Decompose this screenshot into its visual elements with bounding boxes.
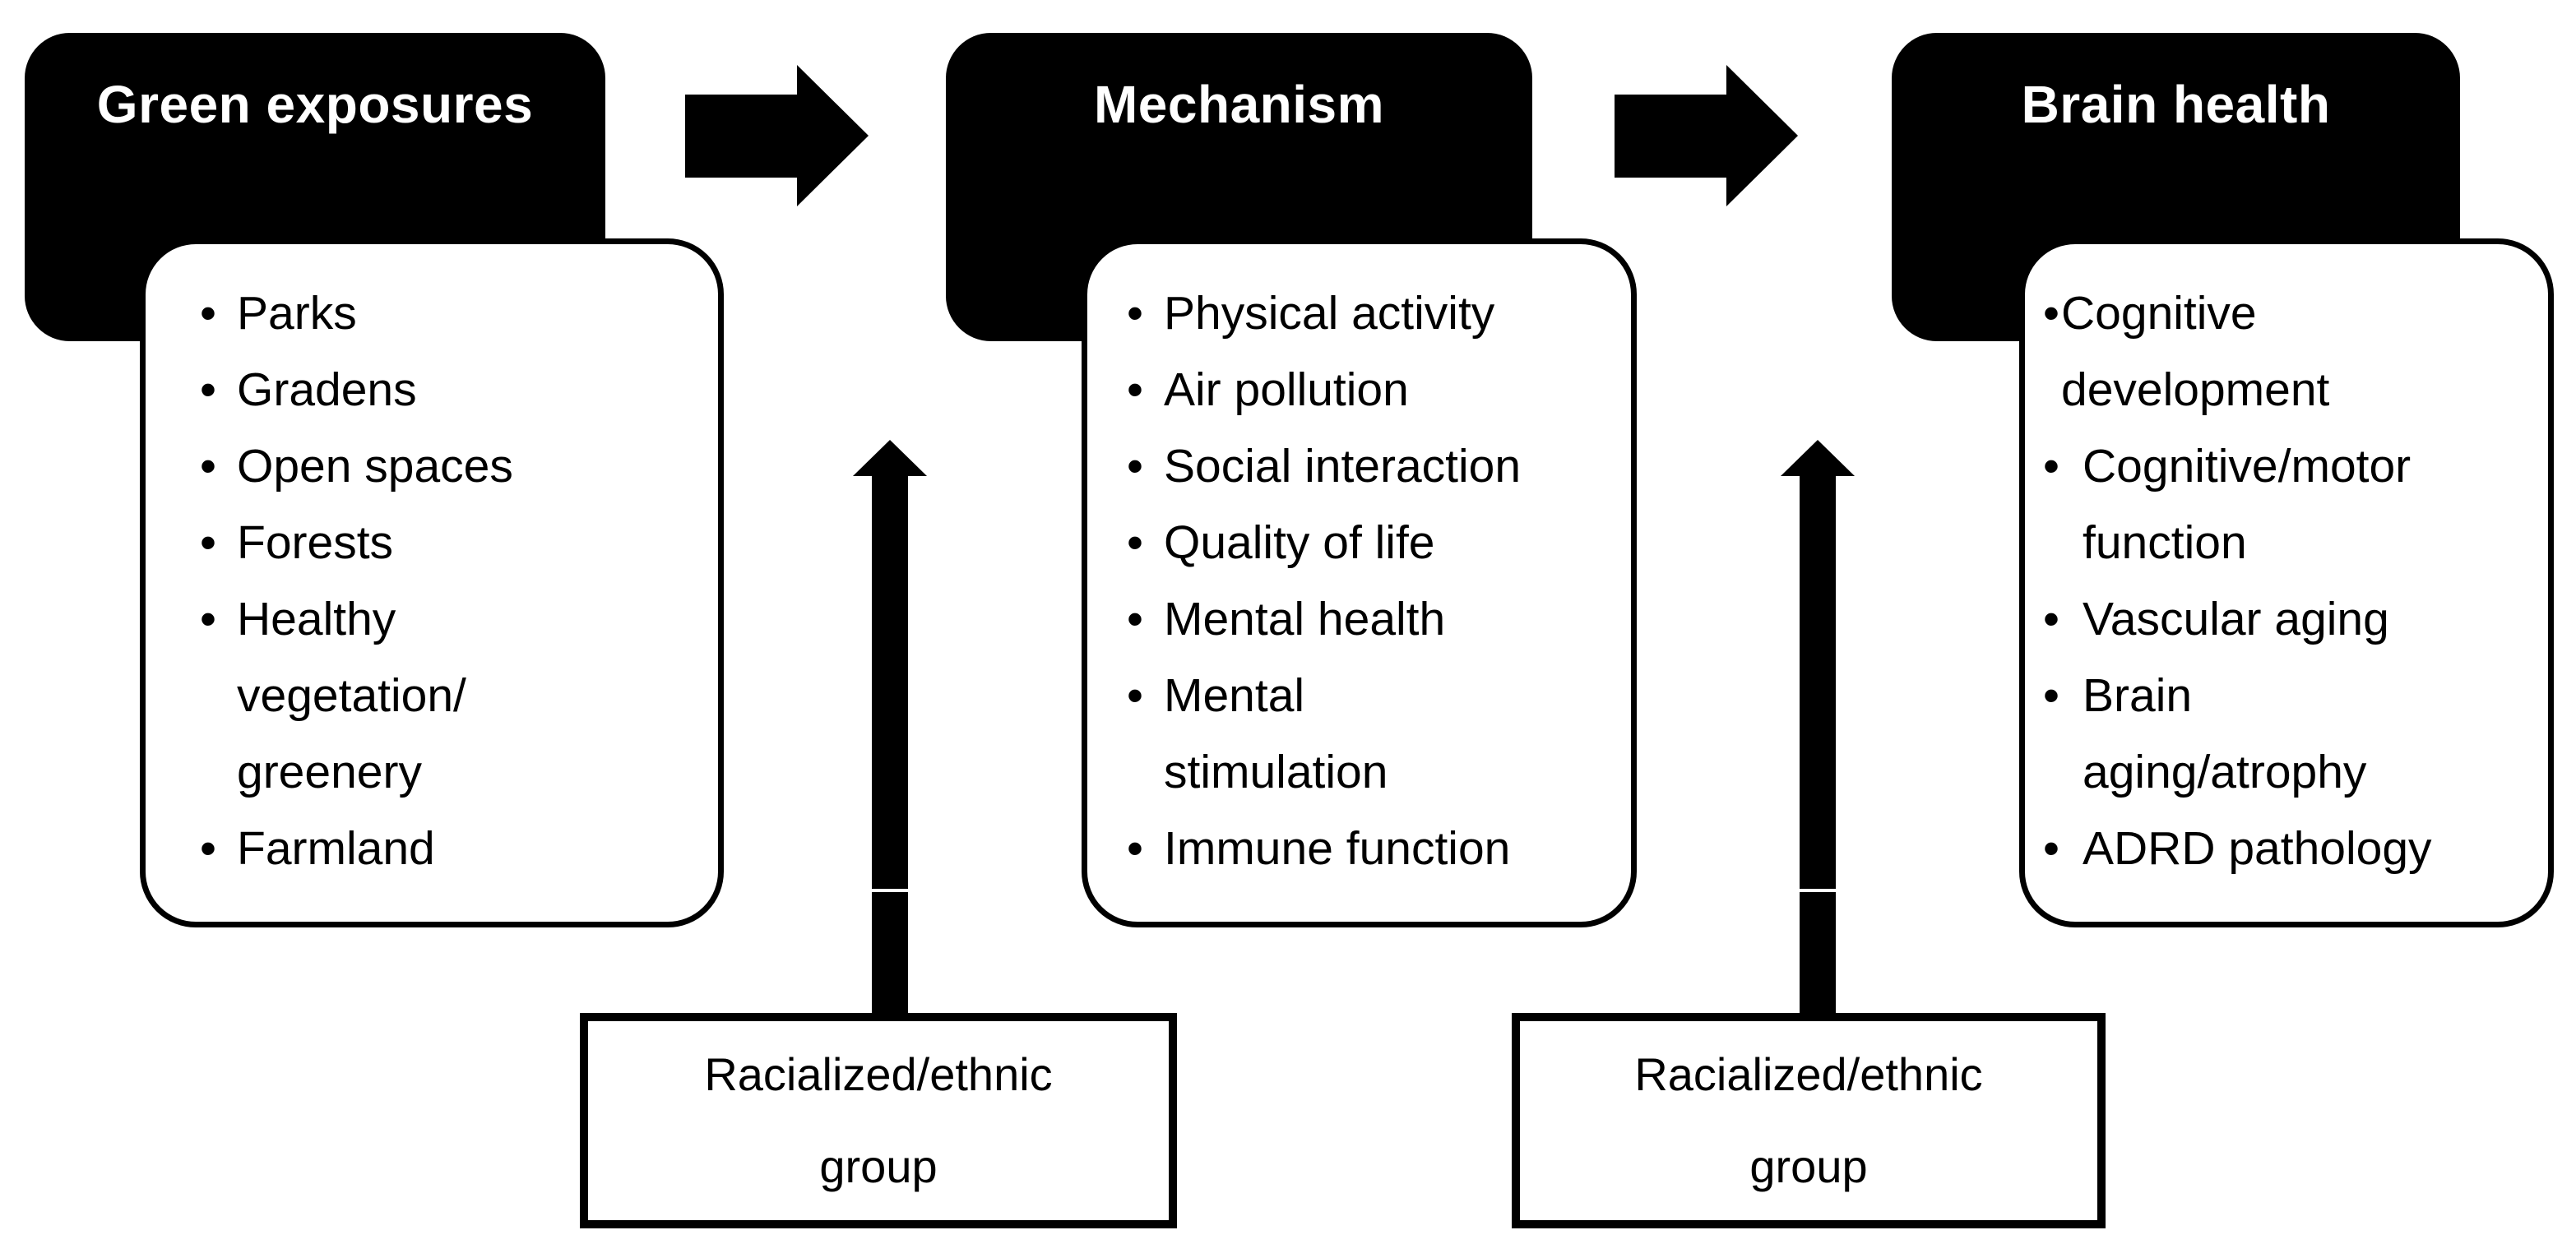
stage-panel-green-exposures: • Parks • Gradens • Open spaces • Forest… (140, 238, 724, 927)
list-item: • Open spaces (200, 428, 705, 505)
bullet-icon: • (200, 593, 216, 645)
moderator-label: Racialized/ethnic group (1634, 1048, 1983, 1192)
stage-panel-brain-health: • Cognitive development • Cognitive/moto… (2019, 238, 2554, 927)
list-item: • Vascular aging (2043, 581, 2538, 658)
list-item: • Immune function (1127, 811, 1619, 887)
list-item: • Physical activity (1127, 275, 1619, 352)
stage-title: Mechanism (1093, 75, 1385, 134)
list-item: • Brain aging/atrophy (2043, 658, 2538, 811)
arrow-shaft-seam (872, 889, 908, 892)
arrow-shaft (1615, 95, 1726, 178)
moderator-arrow-up-icon (1781, 440, 1855, 1013)
bullet-icon: • (200, 440, 216, 493)
bullet-icon: • (1127, 363, 1143, 416)
moderator-box-racialized-ethnic-group: Racialized/ethnic group (580, 1013, 1177, 1228)
list-item: • Gradens (200, 352, 705, 428)
list-item: • Cognitive/motor function (2043, 428, 2538, 581)
bullet-icon: • (200, 363, 216, 416)
flow-arrow-right-icon (685, 65, 869, 206)
bullet-icon: • (2043, 669, 2059, 722)
arrow-head (797, 65, 869, 206)
list-item: • Healthy vegetation/ greenery (200, 581, 705, 811)
bullet-icon: • (1127, 440, 1143, 493)
list-item: • ADRD pathology (2043, 811, 2538, 887)
bullet-icon: • (1127, 287, 1143, 340)
arrow-shaft (1800, 476, 1836, 1013)
list-item: • Parks (200, 275, 705, 352)
list-item: • Forests (200, 505, 705, 581)
list-item: • Quality of life (1127, 505, 1619, 581)
list-item: • Mental stimulation (1127, 658, 1619, 811)
arrow-head (853, 440, 927, 476)
stage-title: Green exposures (96, 75, 534, 134)
arrow-head (1781, 440, 1855, 476)
list-item: • Cognitive development (2043, 275, 2538, 428)
moderator-label: Racialized/ethnic group (704, 1048, 1053, 1192)
bullet-icon: • (1127, 822, 1143, 875)
moderator-box-racialized-ethnic-group: Racialized/ethnic group (1512, 1013, 2106, 1228)
arrow-shaft-seam (1800, 889, 1836, 892)
bullet-icon: • (1127, 516, 1143, 569)
bullet-icon: • (2043, 822, 2059, 875)
bullet-icon: • (1127, 669, 1143, 722)
moderator-arrow-up-icon (853, 440, 927, 1013)
bullet-icon: • (200, 287, 216, 340)
list-item: • Farmland (200, 811, 705, 887)
arrow-shaft (685, 95, 797, 178)
flow-arrow-right-icon (1615, 65, 1798, 206)
stage-title: Brain health (2021, 75, 2331, 134)
bullet-icon: • (2043, 593, 2059, 645)
arrow-head (1726, 65, 1798, 206)
bullet-icon: • (1127, 593, 1143, 645)
stage-panel-mechanism: • Physical activity • Air pollution • So… (1082, 238, 1637, 927)
list-item: • Social interaction (1127, 428, 1619, 505)
bullet-icon: • (2043, 287, 2059, 340)
bullet-icon: • (2043, 440, 2059, 493)
bullet-icon: • (200, 516, 216, 569)
arrow-shaft (872, 476, 908, 1013)
bullet-icon: • (200, 822, 216, 875)
list-item: • Mental health (1127, 581, 1619, 658)
list-item: • Air pollution (1127, 352, 1619, 428)
